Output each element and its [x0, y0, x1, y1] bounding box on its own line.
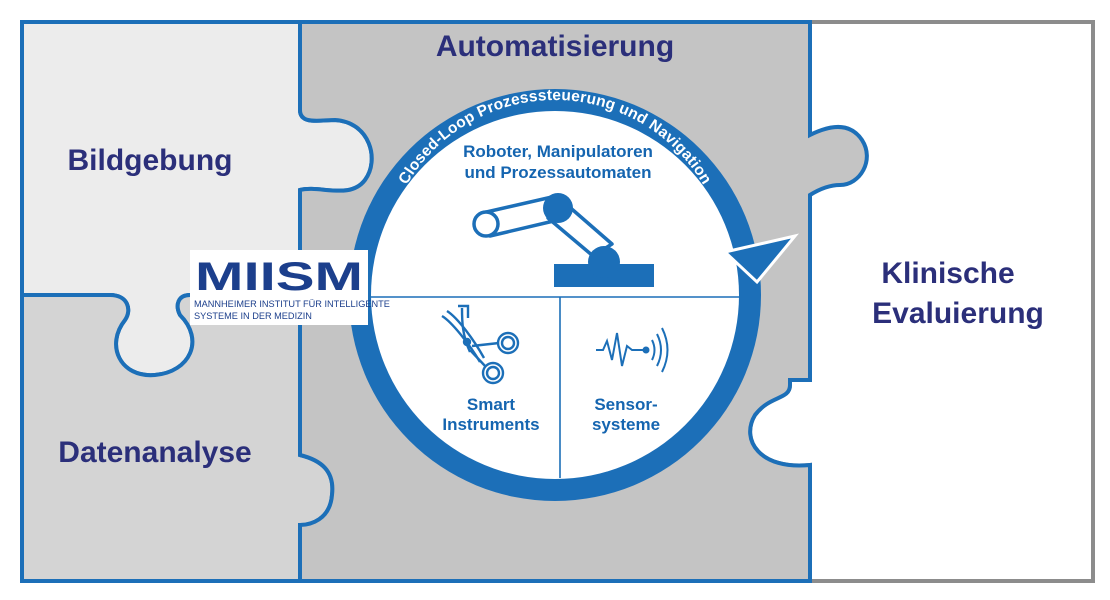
section-title-bildgebung: Bildgebung	[68, 144, 233, 177]
inner-disc	[371, 111, 739, 479]
sensor-label-line1: Sensor-	[594, 395, 657, 414]
section-title-klinische: Klinische	[881, 257, 1014, 290]
robot-arm-icon	[472, 193, 654, 287]
smart-label-line1: Smart	[467, 395, 516, 414]
sensor-label-line2: systeme	[592, 415, 660, 434]
ring-arrowhead	[721, 233, 799, 285]
section-title-datenanalyse: Datenanalyse	[58, 436, 251, 469]
miism-logo: MIISM MANNHEIMER INSTITUT FÜR INTELLIGEN…	[190, 250, 390, 325]
smart-label-line2: Instruments	[442, 415, 539, 434]
sensor-wave-icon	[596, 327, 669, 373]
section-title-evaluierung: Evaluierung	[872, 297, 1044, 330]
svg-text:SYSTEME IN DER MEDIZIN: SYSTEME IN DER MEDIZIN	[194, 311, 312, 321]
section-title-automatisierung: Automatisierung	[436, 30, 674, 63]
robot-label-line2: und Prozessautomaten	[464, 163, 651, 182]
svg-text:MIISM: MIISM	[195, 255, 363, 299]
svg-text:MANNHEIMER INSTITUT FÜR INTELL: MANNHEIMER INSTITUT FÜR INTELLIGENTE	[194, 299, 390, 309]
scissors-icon	[441, 304, 520, 385]
robot-label-line1: Roboter, Manipulatoren	[463, 142, 653, 161]
